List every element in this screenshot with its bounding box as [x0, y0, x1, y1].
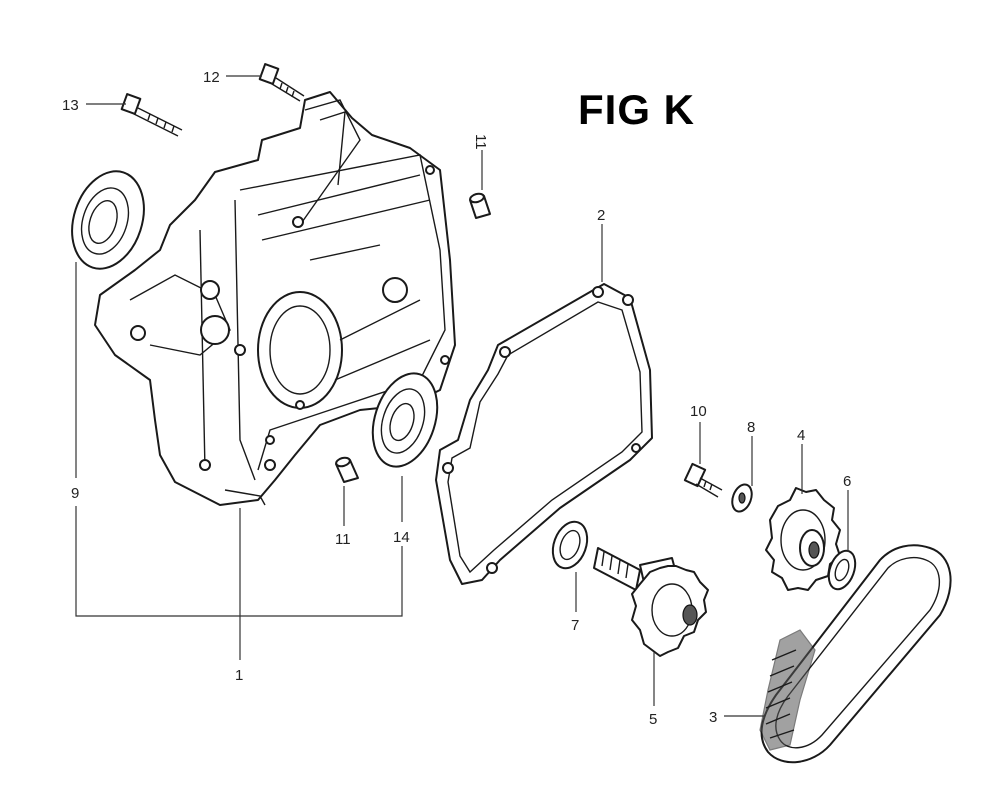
callout-13: 13: [62, 97, 79, 114]
callout-2: 2: [597, 207, 605, 224]
callout-7: 7: [571, 617, 579, 634]
thrust-washer-part: [551, 520, 589, 570]
callout-4: 4: [797, 427, 805, 444]
figure-title: FIG K: [578, 86, 695, 133]
callout-8: 8: [747, 419, 755, 436]
callout-11-upper: 11: [472, 134, 489, 150]
callout-14: 14: [393, 529, 410, 546]
oil-seal-right-part: [371, 372, 439, 468]
callout-10: 10: [690, 403, 707, 420]
small-washer-part: [731, 483, 753, 513]
dowel-pin-lower-part: [335, 456, 359, 483]
case-cover-part: [94, 91, 456, 506]
callout-9: 9: [71, 485, 79, 502]
oil-seal-left-part: [71, 170, 145, 270]
drive-chain-part: [759, 544, 952, 764]
driven-sprocket-part: [765, 487, 841, 591]
flange-bolt-12-part: [258, 63, 305, 102]
callout-3: 3: [709, 709, 717, 726]
callout-12: 12: [203, 69, 220, 86]
drive-sprocket-shaft-part: [593, 547, 709, 657]
flange-bolt-13-part: [120, 93, 183, 137]
cover-gasket-part: [435, 283, 653, 585]
callout-labels: 12 13 11 2 9 11 14 1 7 5 10 8 4 6 3: [62, 69, 851, 728]
callout-6: 6: [843, 473, 851, 490]
sprocket-washer-part: [827, 549, 857, 591]
callout-5: 5: [649, 711, 657, 728]
callout-1: 1: [235, 667, 243, 684]
sprocket-bolt-part: [683, 462, 723, 498]
callout-11-lower: 11: [335, 531, 351, 548]
leader-lines: [75, 75, 849, 717]
dowel-pin-upper-part: [469, 192, 491, 219]
